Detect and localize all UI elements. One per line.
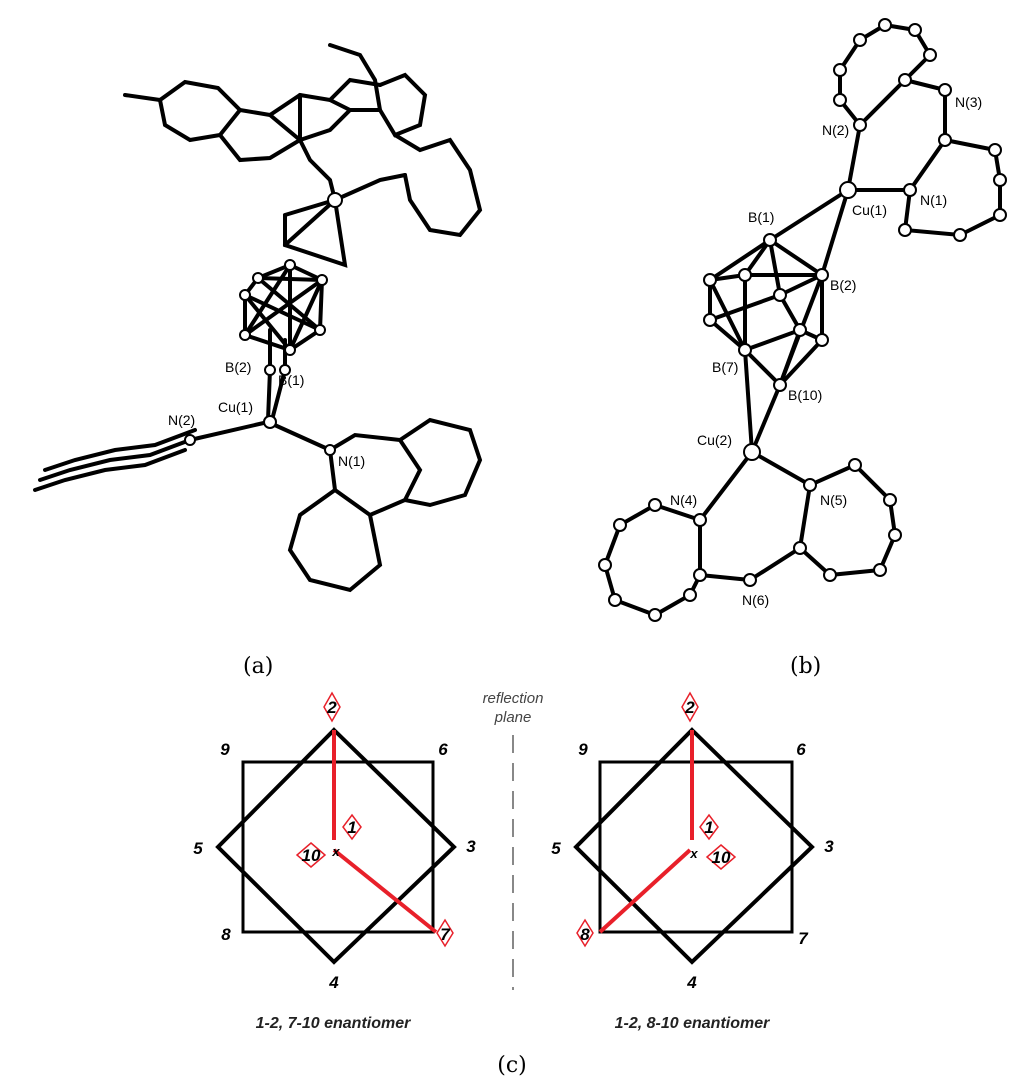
atom-label-a-cu1: Cu(1): [218, 399, 253, 415]
panel-b-atoms: [598, 18, 1007, 622]
right-enantiomer-diagram: [573, 691, 815, 965]
right-label-x: x: [689, 846, 698, 861]
atom-label-a-b2: B(2): [225, 359, 251, 375]
atom-label-b-n3: N(3): [955, 94, 982, 110]
atom-label-b-n4: N(4): [670, 492, 697, 508]
atom-label-b-b7: B(7): [712, 359, 738, 375]
right-caption: 1-2, 8-10 enantiomer: [615, 1015, 771, 1032]
left-label-x: x: [331, 844, 340, 859]
left-label-8: 8: [221, 925, 231, 944]
atom-label-b-n2: N(2): [822, 122, 849, 138]
diamond-marker: [436, 918, 454, 948]
atom-label-b-b10: B(10): [788, 387, 822, 403]
atom-label-a-n2: N(2): [168, 412, 195, 428]
right-label-7: 7: [798, 929, 809, 948]
reflection-plane-label-1: reflection: [483, 690, 544, 707]
atom-label-b-b1: B(1): [748, 209, 774, 225]
right-label-9: 9: [578, 740, 588, 759]
diamond-marker: [681, 691, 699, 723]
left-label-9: 9: [220, 740, 230, 759]
right-label-8: 8: [580, 925, 590, 944]
atom-label-a-n1: N(1): [338, 453, 365, 469]
panel-label-a: (a): [243, 654, 273, 679]
right-label-2: 2: [684, 698, 695, 717]
atom-label-b-n1: N(1): [920, 192, 947, 208]
right-label-1: 1: [704, 818, 713, 837]
atom-label-b-cu1: Cu(1): [852, 202, 887, 218]
right-label-5: 5: [551, 839, 561, 858]
atom-label-a-b1: B(1): [278, 372, 304, 388]
panel-a-structure: [33, 43, 483, 593]
atom-label-b-cu2: Cu(2): [697, 432, 732, 448]
left-label-5: 5: [193, 839, 203, 858]
left-label-4: 4: [328, 973, 339, 992]
left-enantiomer-diagram: [215, 691, 457, 965]
left-label-3: 3: [466, 837, 476, 856]
left-label-2: 2: [326, 698, 337, 717]
panel-label-b: (b): [790, 654, 821, 679]
left-label-1: 1: [347, 818, 356, 837]
diamond-marker: [342, 813, 362, 841]
right-label-3: 3: [824, 837, 834, 856]
right-label-10: 10: [712, 848, 731, 867]
left-label-7: 7: [440, 925, 451, 944]
panel-b-structure: [602, 22, 1002, 618]
left-label-10: 10: [302, 846, 321, 865]
left-label-6: 6: [438, 740, 448, 759]
atom-label-b-n5: N(5): [820, 492, 847, 508]
diamond-marker: [323, 691, 341, 723]
right-label-6: 6: [796, 740, 806, 759]
diamond-marker: [576, 918, 594, 948]
right-label-4: 4: [686, 973, 697, 992]
atom-label-b-b2: B(2): [830, 277, 856, 293]
reflection-plane-label-2: plane: [494, 709, 532, 726]
diamond-marker: [295, 842, 327, 868]
panel-label-c: (c): [497, 1053, 527, 1078]
panel-a-atoms: [184, 192, 343, 456]
diamond-marker: [705, 844, 737, 870]
diamond-marker: [699, 813, 719, 841]
left-caption: 1-2, 7-10 enantiomer: [256, 1015, 412, 1032]
atom-label-b-n6: N(6): [742, 592, 769, 608]
